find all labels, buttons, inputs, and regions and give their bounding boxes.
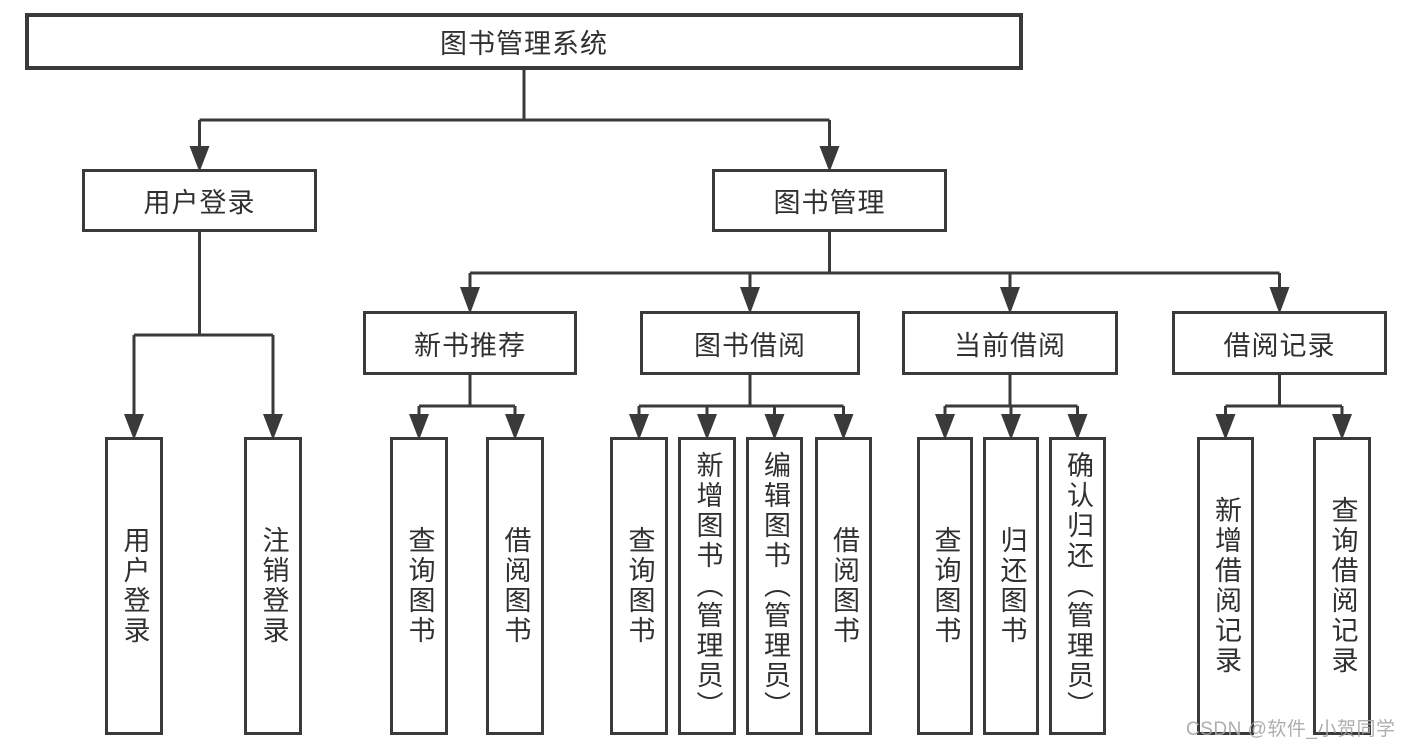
arrow-down-icon [740, 287, 760, 314]
arrow-down-icon [1269, 287, 1290, 314]
arrow-down-icon [1067, 414, 1088, 440]
node-add-books-admin: 新增图书（管理员） [678, 437, 736, 735]
node-label: 图书管理 [773, 188, 886, 218]
arrow-down-icon [935, 414, 955, 440]
node-query-books-recommend: 查询图书 [390, 437, 448, 735]
arrow-down-icon [124, 414, 144, 440]
node-label: 用户登录 [143, 188, 256, 218]
node-label: 编辑图书（管理员） [760, 451, 790, 721]
edge-root-split [198, 70, 831, 148]
connector-edges [132, 70, 1344, 417]
node-label: 归还图书 [996, 526, 1027, 646]
node-label: 查询图书 [624, 526, 655, 646]
node-library-management-system: 图书管理系统 [25, 13, 1023, 70]
node-label: 查询图书 [930, 526, 961, 646]
node-label: 当前借阅 [954, 330, 1066, 361]
node-current-borrowing: 当前借阅 [902, 311, 1118, 375]
watermark: CSDN @软件_小贺同学 [1186, 719, 1396, 740]
arrow-down-icon [833, 414, 854, 440]
node-add-borrow-record: 新增借阅记录 [1197, 437, 1254, 735]
arrow-down-icon [1001, 414, 1021, 440]
edge-borrowing-split [637, 375, 845, 417]
arrow-down-icon [819, 146, 840, 172]
arrow-down-icon [1000, 287, 1020, 314]
edge-user-login-split [132, 232, 275, 417]
node-label: 借阅记录 [1223, 330, 1336, 361]
arrowheads [124, 146, 1352, 440]
arrow-down-icon [1332, 414, 1352, 440]
node-label: 借阅图书 [829, 526, 859, 646]
arrow-down-icon [189, 146, 210, 172]
node-borrow-books-recommend: 借阅图书 [486, 437, 544, 735]
node-query-borrow-record: 查询借阅记录 [1313, 437, 1371, 735]
node-new-book-recommend: 新书推荐 [363, 311, 577, 375]
node-label: 确认归还（管理员） [1063, 451, 1093, 721]
node-return-books: 归还图书 [983, 437, 1039, 735]
arrow-down-icon [460, 287, 480, 314]
node-logout: 注销登录 [244, 437, 302, 735]
arrow-down-icon [409, 414, 429, 440]
edge-recommend-split [417, 375, 517, 417]
node-label: 新书推荐 [414, 330, 526, 361]
node-label: 注销登录 [258, 526, 289, 646]
node-confirm-return-admin: 确认归还（管理员） [1049, 437, 1106, 735]
node-user-login: 用户登录 [105, 437, 163, 735]
node-label: 图书借阅 [694, 330, 806, 361]
node-book-management: 图书管理 [712, 169, 947, 232]
node-borrow-books: 借阅图书 [815, 437, 872, 735]
node-borrowing-records: 借阅记录 [1172, 311, 1387, 375]
node-label: 查询借阅记录 [1327, 496, 1358, 676]
node-label: 借阅图书 [500, 526, 531, 646]
node-edit-books-admin: 编辑图书（管理员） [746, 437, 803, 735]
node-query-books-borrowing: 查询图书 [610, 437, 668, 735]
node-label: 图书管理系统 [440, 29, 608, 59]
edge-book-mgmt-split [468, 232, 1281, 290]
arrow-down-icon [764, 414, 785, 440]
node-user-login-branch: 用户登录 [82, 169, 317, 232]
node-label: 查询图书 [404, 526, 435, 646]
arrow-down-icon [629, 414, 649, 440]
arrow-down-icon [505, 414, 525, 440]
node-label: 新增借阅记录 [1211, 496, 1241, 676]
node-label: 用户登录 [119, 526, 150, 646]
arrow-down-icon [1215, 414, 1236, 440]
arrow-down-icon [263, 414, 283, 440]
node-label: 新增图书（管理员） [692, 451, 723, 721]
node-book-borrowing: 图书借阅 [640, 311, 860, 375]
node-query-books-current: 查询图书 [917, 437, 973, 735]
edge-current-split [943, 375, 1079, 417]
edge-records-split [1224, 375, 1344, 417]
arrow-down-icon [697, 414, 717, 440]
